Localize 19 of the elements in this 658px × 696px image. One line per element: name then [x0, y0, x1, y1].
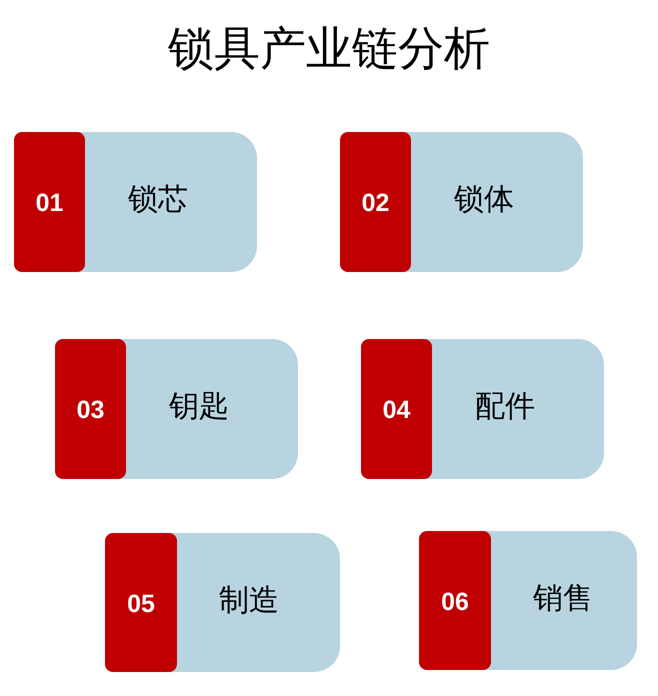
step-card — [361, 339, 604, 479]
step-card — [419, 531, 637, 670]
step-label: 锁芯 — [128, 182, 188, 218]
number-badge: 01 — [14, 132, 85, 272]
number-badge: 06 — [419, 531, 491, 670]
step-card — [340, 132, 583, 272]
number-badge: 03 — [55, 339, 126, 479]
step-label: 钥匙 — [169, 389, 229, 425]
step-card — [14, 132, 257, 272]
number-badge: 05 — [105, 533, 177, 672]
step-card — [55, 339, 298, 479]
step-card — [105, 533, 340, 672]
step-label: 销售 — [533, 580, 593, 616]
number-badge: 02 — [340, 132, 411, 272]
number-badge: 04 — [361, 339, 432, 479]
title: 锁具产业链分析 — [167, 22, 491, 74]
step-label: 锁体 — [454, 182, 514, 218]
step-label: 配件 — [475, 389, 535, 425]
step-label: 制造 — [219, 582, 279, 618]
